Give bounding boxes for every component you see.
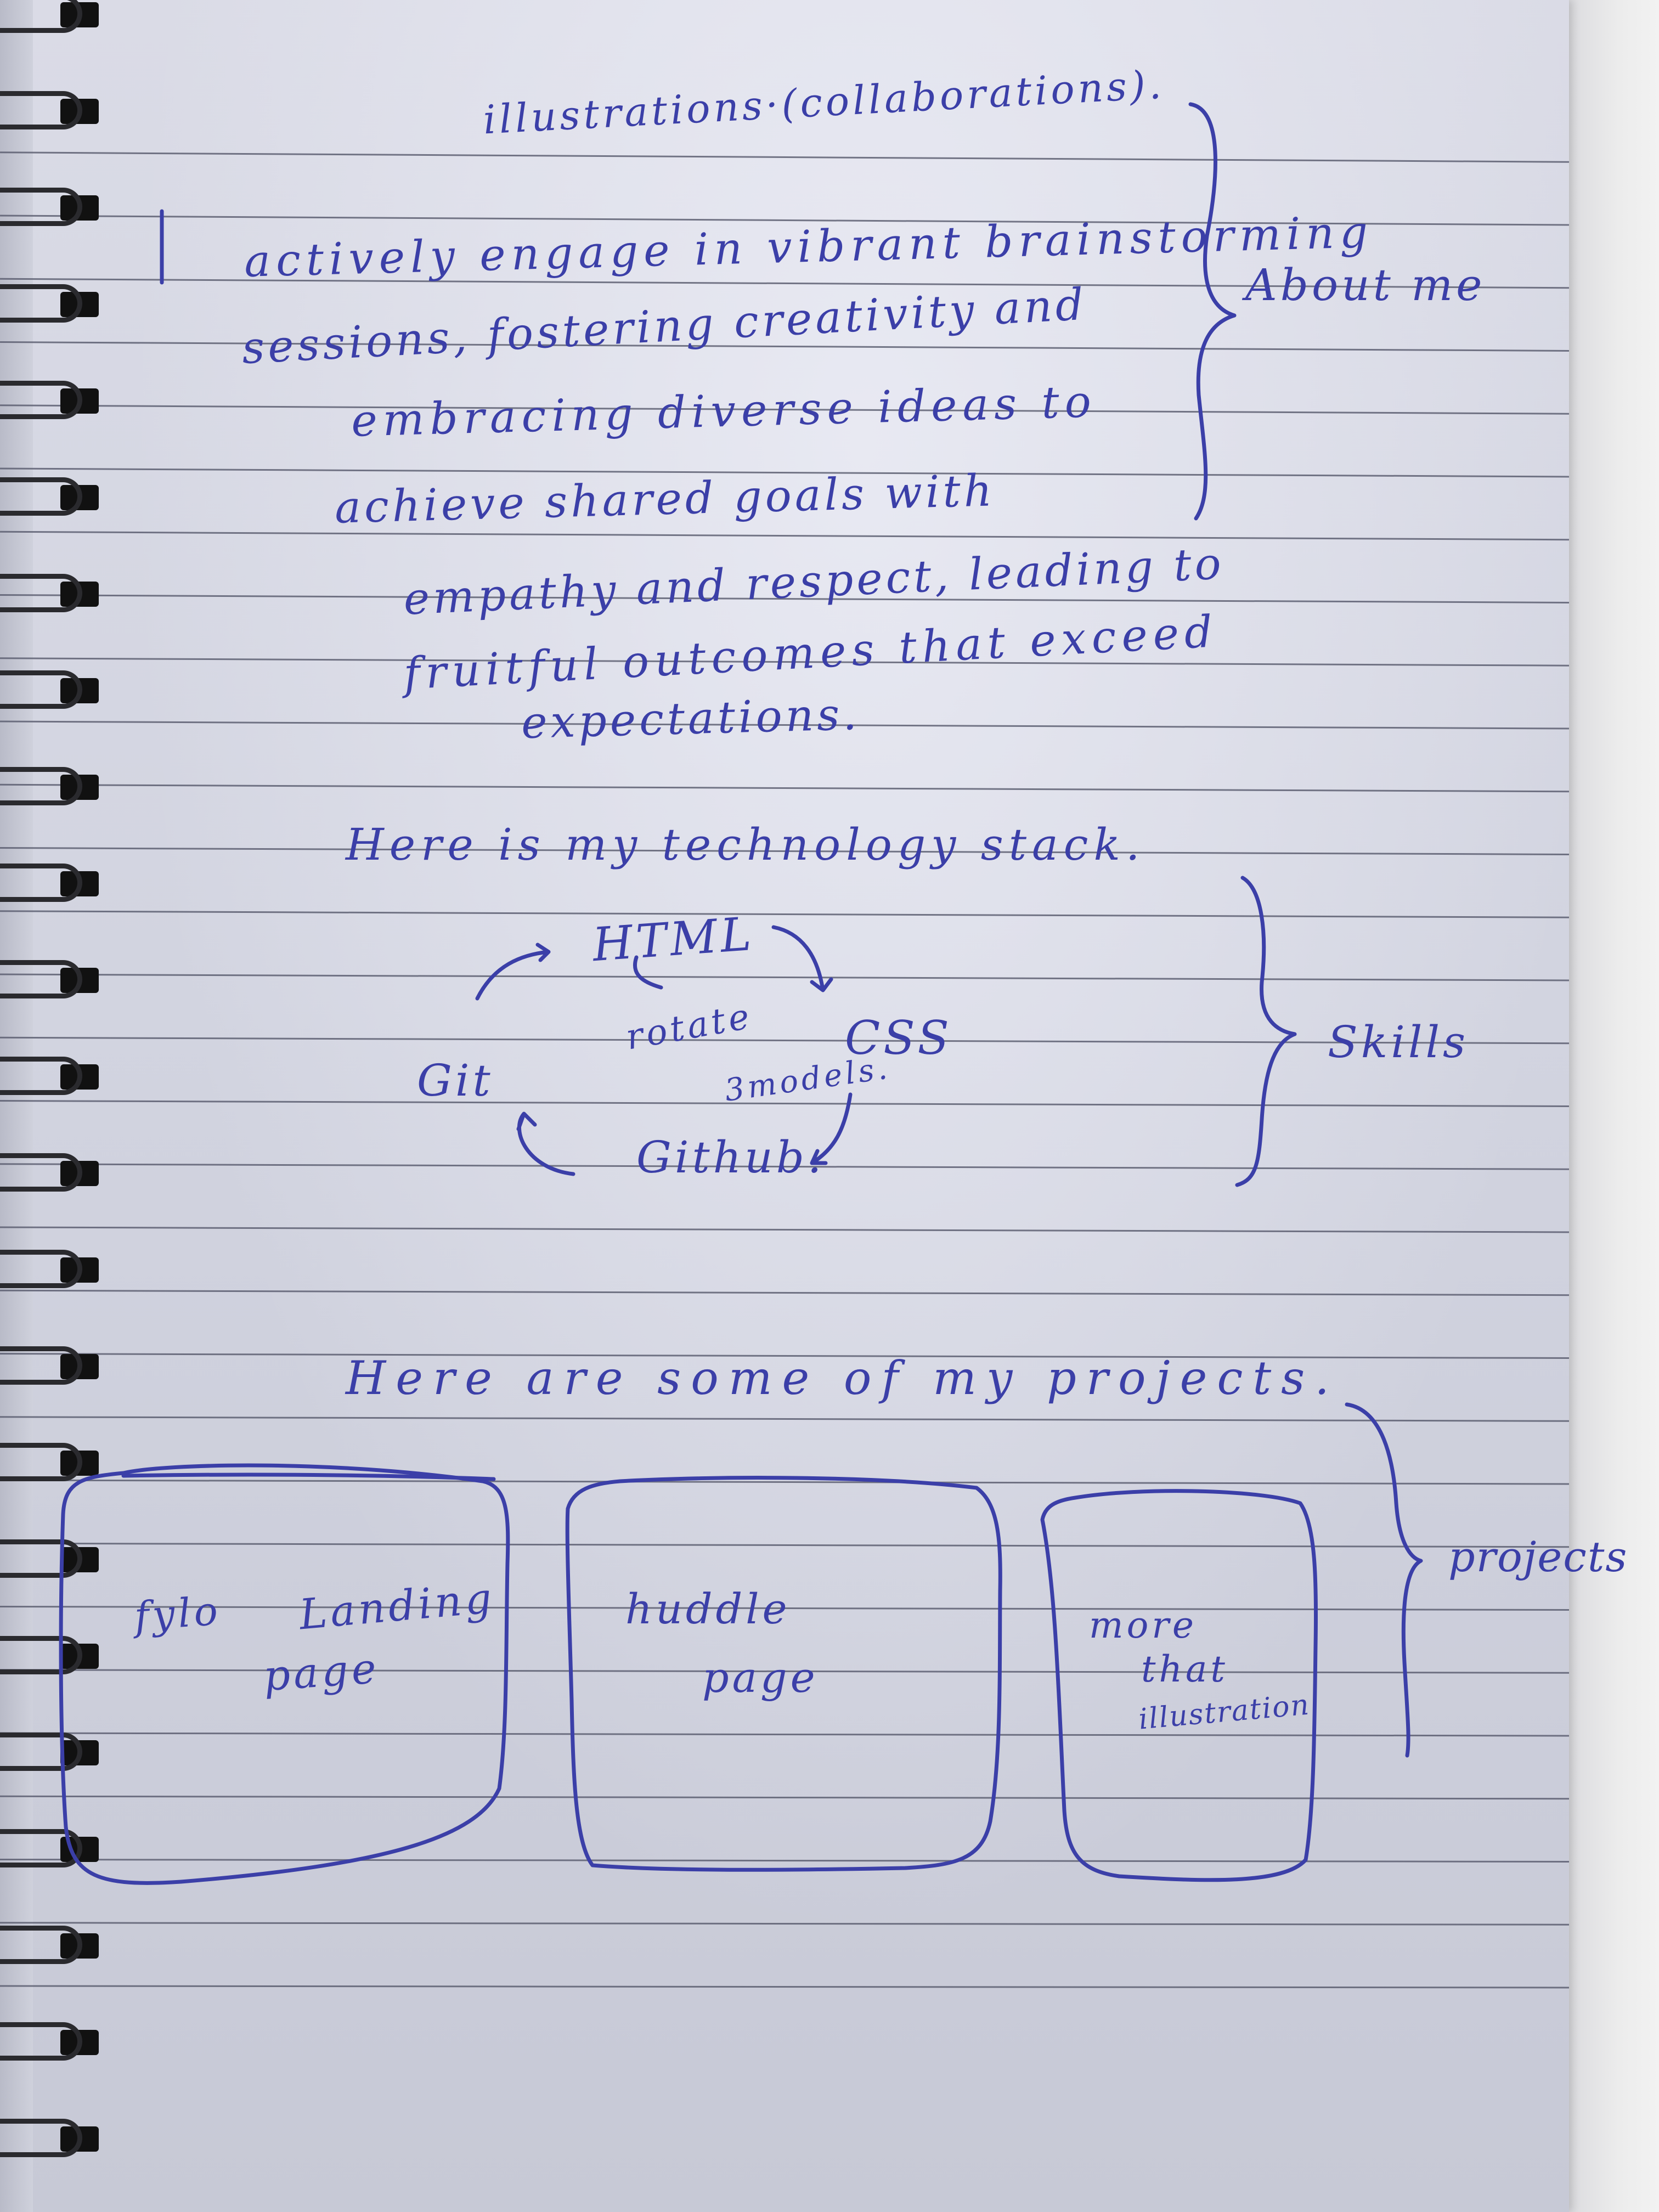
binding-coil	[0, 477, 99, 516]
project-3-line-1: more	[1089, 1604, 1197, 1646]
page-margin	[0, 0, 33, 2212]
binding-coil	[0, 1636, 99, 1674]
table-surface	[1558, 0, 1659, 2212]
coil-wire	[0, 1926, 82, 1964]
ruled-line	[0, 1732, 1570, 1737]
ruled-line	[0, 1542, 1569, 1548]
binding-coil	[0, 1153, 99, 1192]
ruled-line	[0, 1226, 1569, 1233]
ruled-line	[0, 973, 1569, 981]
coil-wire	[0, 864, 82, 902]
binding-coil	[0, 960, 99, 998]
binding-coil	[0, 188, 99, 226]
coil-wire	[0, 1733, 82, 1771]
binding-coil	[0, 2119, 99, 2157]
ruled-line	[0, 1985, 1570, 1989]
skills-label: Skills	[1328, 1017, 1469, 1068]
coil-wire	[0, 1443, 82, 1481]
ruled-line	[0, 1289, 1569, 1296]
coil-wire	[0, 381, 82, 419]
ruled-line	[0, 1416, 1569, 1422]
binding-coil	[0, 1539, 99, 1578]
coil-wire	[0, 2022, 82, 2061]
about-me-label: About me	[1245, 259, 1486, 311]
ruled-line	[0, 1859, 1570, 1863]
ruled-line	[0, 1479, 1569, 1485]
projects-intro: Here are some of my projects.	[346, 1351, 1339, 1405]
ruled-line	[0, 1100, 1569, 1107]
coil-wire	[0, 188, 82, 226]
coil-wire	[0, 1153, 82, 1192]
ruled-line	[0, 783, 1569, 793]
about-line-7: expectations.	[520, 688, 861, 749]
binding-coil	[0, 1733, 99, 1771]
ruled-line	[0, 910, 1569, 918]
project-3-line-2: that	[1141, 1648, 1228, 1690]
coil-wire	[0, 1829, 82, 1867]
binding-coil	[0, 574, 99, 612]
binding-coil	[0, 864, 99, 902]
ruled-line	[0, 1795, 1570, 1800]
coil-wire	[0, 91, 82, 129]
binding-coil	[0, 1057, 99, 1095]
coil-wire	[0, 670, 82, 709]
stack-git: Git	[417, 1055, 494, 1106]
binding-coil	[0, 91, 99, 129]
coil-wire	[0, 960, 82, 998]
project-2-line-1: huddle	[625, 1584, 791, 1633]
stack-html: HTML	[590, 906, 757, 972]
coil-wire	[0, 0, 82, 33]
coil-wire	[0, 284, 82, 323]
binding-coil	[0, 0, 99, 33]
binding-coil	[0, 670, 99, 709]
coil-wire	[0, 1057, 82, 1095]
coil-wire	[0, 477, 82, 516]
project-1-line-1: fylo	[133, 1587, 223, 1640]
binding-coil	[0, 767, 99, 805]
binding-coil	[0, 1250, 99, 1288]
projects-label: projects	[1448, 1532, 1628, 1581]
coil-wire	[0, 1539, 82, 1578]
binding-coil	[0, 284, 99, 323]
ruled-line	[0, 531, 1569, 541]
coil-wire	[0, 1636, 82, 1674]
ruled-line	[0, 1922, 1570, 1926]
project-2-line-2: page	[702, 1653, 819, 1702]
stack-intro: Here is my technology stack.	[346, 819, 1146, 870]
coil-wire	[0, 574, 82, 612]
binding-coil	[0, 1443, 99, 1481]
ruled-line	[0, 151, 1569, 163]
stack-github: Github.	[636, 1132, 825, 1183]
binding-coil	[0, 1829, 99, 1867]
binding-coil	[0, 2022, 99, 2061]
stack-css: CSS	[845, 1011, 952, 1065]
binding-coil	[0, 1346, 99, 1385]
binding-coil	[0, 381, 99, 419]
coil-wire	[0, 1346, 82, 1385]
binding-coil	[0, 1926, 99, 1964]
coil-wire	[0, 767, 82, 805]
coil-wire	[0, 1250, 82, 1288]
coil-wire	[0, 2119, 82, 2157]
project-1-line-3: page	[262, 1643, 381, 1701]
